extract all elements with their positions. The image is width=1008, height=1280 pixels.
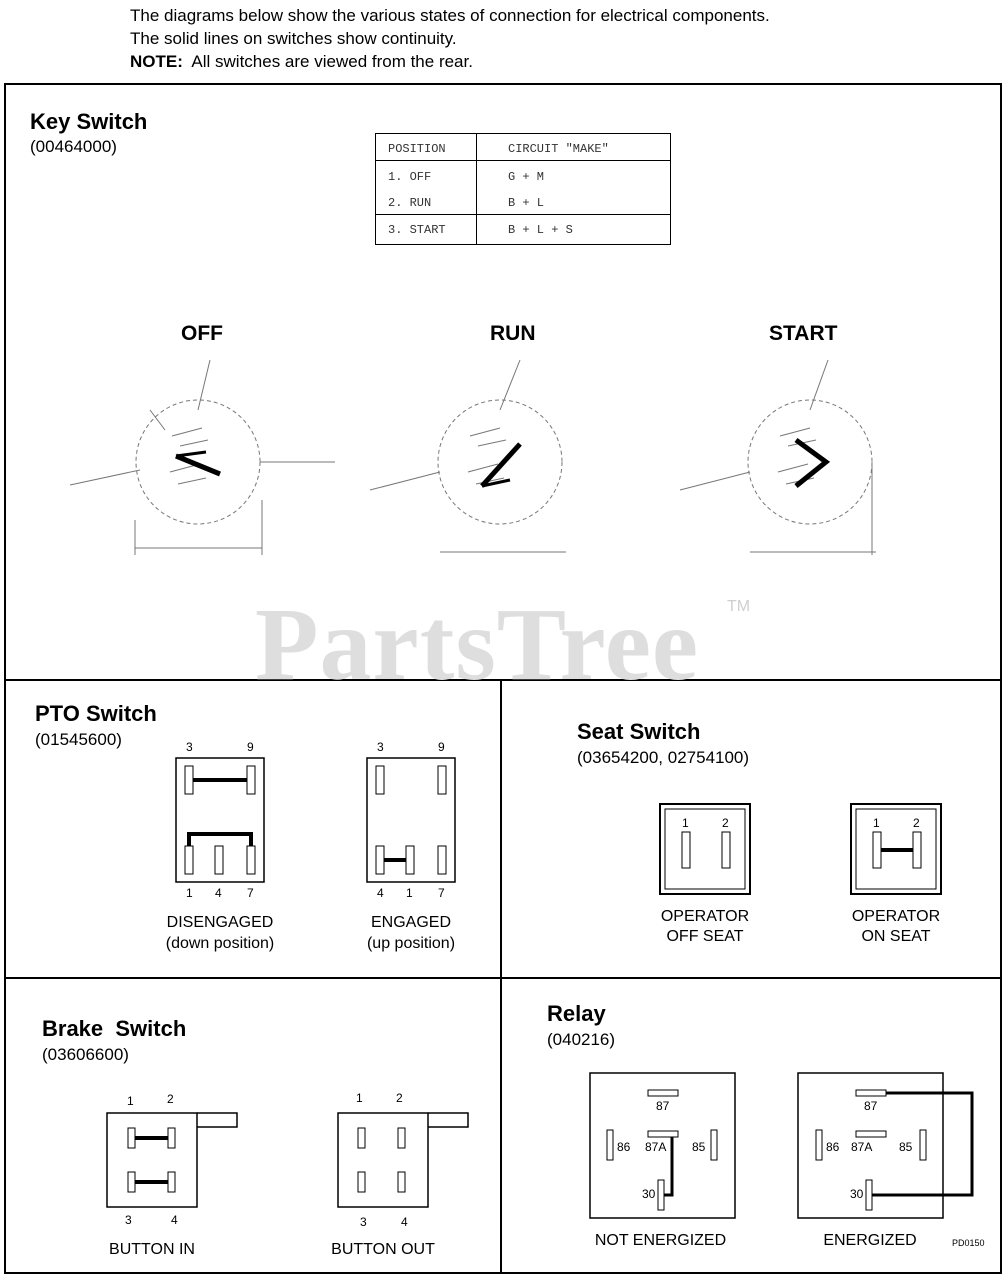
relay-ne-pin-86: 86 — [617, 1140, 631, 1154]
pto-dis-pin-9: 9 — [247, 740, 254, 754]
note-text: All switches are viewed from the rear. — [191, 52, 473, 71]
seat-on-label-line2: ON SEAT — [861, 928, 931, 945]
brake-button-out-label: BUTTON OUT — [331, 1241, 435, 1258]
seat-on-label-line1: OPERATOR — [851, 908, 941, 925]
key-switch-off-diagram — [69, 359, 335, 555]
brake-out-diagram — [337, 1112, 469, 1208]
brake-switch-title: Brake Switch — [42, 1016, 187, 1041]
brake-out-pin-3: 3 — [360, 1215, 367, 1229]
table-cell: 2. RUN — [388, 196, 432, 210]
seat-on-pin-1: 1 — [873, 816, 880, 830]
pto-eng-pin-4: 4 — [377, 886, 384, 900]
table-cell: B + L + S — [508, 223, 573, 237]
brake-button-in-label: BUTTON IN — [109, 1241, 195, 1258]
brake-out-pin-2: 2 — [396, 1091, 403, 1105]
table-row: 1. OFF G + M — [376, 162, 670, 188]
seat-on-diagram — [850, 803, 942, 895]
brake-out-pin-4: 4 — [401, 1215, 408, 1229]
seat-off-label-line1: OPERATOR — [660, 908, 750, 925]
key-switch-part-number: (00464000) — [30, 137, 117, 156]
relay-not-energized-diagram — [589, 1072, 736, 1219]
pto-eng-pin-1: 1 — [406, 886, 413, 900]
pto-disengaged-diagram — [175, 757, 265, 883]
table-header-circuit: CIRCUIT "MAKE" — [508, 142, 609, 156]
intro-line-2: The solid lines on switches show continu… — [130, 29, 457, 48]
relay-ne-pin-87a: 87A — [645, 1140, 667, 1154]
seat-on-pin-2: 2 — [913, 816, 920, 830]
relay-ne-pin-30: 30 — [642, 1187, 656, 1201]
pto-eng-pin-3: 3 — [377, 740, 384, 754]
divider-keyswitch — [4, 679, 1002, 681]
table-header-row: POSITION CIRCUIT "MAKE" — [376, 134, 670, 161]
relay-ne-pin-87: 87 — [656, 1099, 670, 1113]
brake-in-diagram — [106, 1112, 238, 1208]
relay-energized-diagram — [797, 1072, 974, 1219]
key-switch-title: Key Switch — [30, 109, 148, 134]
brake-switch-part-number: (03606600) — [42, 1045, 129, 1064]
pto-dis-pin-1: 1 — [186, 886, 193, 900]
table-row: 3. START B + L + S — [376, 214, 670, 241]
key-state-start-label: START — [769, 322, 838, 345]
relay-energized-label: ENERGIZED — [823, 1232, 917, 1249]
intro-text: The diagrams below show the various stat… — [130, 4, 770, 73]
pto-disengaged-sublabel: (down position) — [165, 935, 275, 952]
key-switch-run-diagram — [369, 359, 566, 553]
seat-off-diagram — [659, 803, 751, 895]
relay-part-number: (040216) — [547, 1030, 616, 1049]
table-cell: B + L — [508, 196, 545, 210]
pto-disengaged-label: DISENGAGED — [166, 914, 274, 931]
divider-middle — [4, 977, 1002, 979]
figure-code: PD0150 — [952, 1238, 985, 1248]
table-cell: 1. OFF — [388, 170, 432, 184]
brake-out-pin-1: 1 — [356, 1091, 363, 1105]
table-header-position: POSITION — [388, 142, 446, 156]
relay-e-pin-87a: 87A — [851, 1140, 873, 1154]
relay-e-pin-85: 85 — [899, 1140, 913, 1154]
pto-engaged-diagram — [366, 757, 456, 883]
diagram-frame — [4, 83, 1002, 1274]
pto-dis-pin-7: 7 — [247, 886, 254, 900]
seat-switch-title: Seat Switch — [577, 719, 701, 744]
relay-e-pin-30: 30 — [850, 1187, 864, 1201]
brake-in-pin-2: 2 — [167, 1092, 174, 1106]
watermark: PartsTree — [255, 587, 700, 702]
brake-in-pin-1: 1 — [127, 1094, 134, 1108]
relay-e-pin-86: 86 — [826, 1140, 840, 1154]
intro-note: NOTE: All switches are viewed from the r… — [130, 50, 770, 73]
key-state-run-label: RUN — [490, 322, 536, 345]
pto-dis-pin-4: 4 — [215, 886, 222, 900]
brake-in-pin-3: 3 — [125, 1213, 132, 1227]
table-column-separator — [476, 134, 477, 244]
note-label: NOTE: — [130, 52, 183, 71]
relay-e-pin-87: 87 — [864, 1099, 878, 1113]
seat-off-pin-2: 2 — [722, 816, 729, 830]
position-table: POSITION CIRCUIT "MAKE" 1. OFF G + M 2. … — [375, 133, 671, 245]
relay-ne-pin-85: 85 — [692, 1140, 706, 1154]
relay-title: Relay — [547, 1001, 606, 1026]
pto-switch-part-number: (01545600) — [35, 730, 122, 749]
pto-switch-title: PTO Switch — [35, 701, 157, 726]
intro-line-1: The diagrams below show the various stat… — [130, 6, 770, 25]
key-state-off-label: OFF — [181, 322, 223, 345]
table-cell: G + M — [508, 170, 545, 184]
divider-vertical — [500, 679, 502, 1274]
seat-off-label-line2: OFF SEAT — [666, 928, 744, 945]
pto-engaged-sublabel: (up position) — [366, 935, 456, 952]
seat-switch-part-number: (03654200, 02754100) — [577, 748, 750, 767]
pto-eng-pin-7: 7 — [438, 886, 445, 900]
seat-off-pin-1: 1 — [682, 816, 689, 830]
watermark-tm: TM — [727, 598, 751, 615]
relay-not-energized-label: NOT ENERGIZED — [594, 1232, 727, 1249]
pto-eng-pin-9: 9 — [438, 740, 445, 754]
table-row: 2. RUN B + L — [376, 188, 670, 214]
table-cell: 3. START — [388, 223, 446, 237]
pto-engaged-label: ENGAGED — [370, 914, 451, 931]
brake-in-pin-4: 4 — [171, 1213, 178, 1227]
key-switch-start-diagram — [679, 359, 876, 555]
pto-dis-pin-3: 3 — [186, 740, 193, 754]
